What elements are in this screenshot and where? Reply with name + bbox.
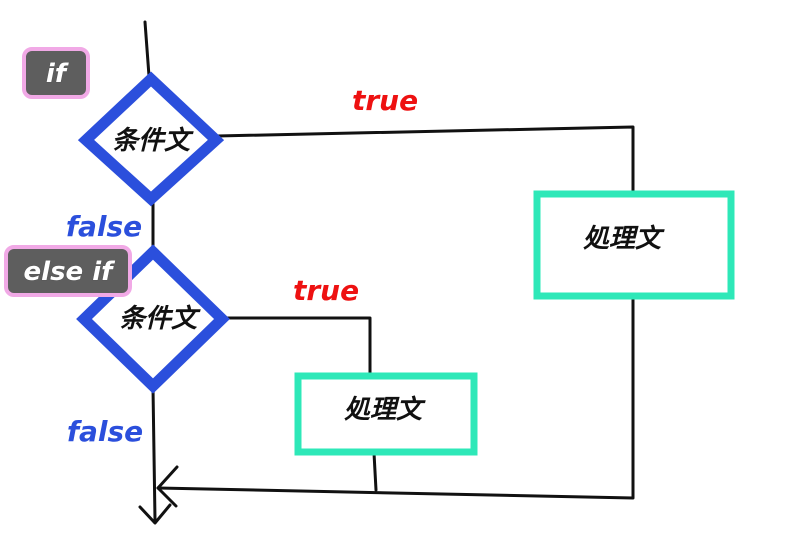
entry-line bbox=[143, 20, 151, 78]
second-process-exit-line bbox=[372, 451, 378, 492]
first-true-label: true bbox=[352, 84, 418, 117]
second-process-box: 処理文 bbox=[294, 372, 478, 456]
if-tag-box bbox=[22, 47, 90, 99]
first-true-line bbox=[215, 125, 635, 195]
first-condition-label: 条件文 bbox=[112, 126, 194, 156]
second-true-line bbox=[222, 316, 372, 376]
first-process-label: 処理文 bbox=[583, 224, 665, 254]
first-process-exit-line bbox=[156, 296, 635, 500]
second-true-label: true bbox=[293, 274, 359, 307]
else-if-tag-box bbox=[4, 245, 132, 297]
first-condition-diamond: 条件文 bbox=[77, 71, 225, 207]
else-if-tag-label: else if bbox=[24, 257, 117, 287]
second-false-label: false bbox=[67, 415, 143, 448]
second-process-label: 処理文 bbox=[344, 395, 426, 425]
second-process-shape bbox=[294, 372, 478, 456]
connector-lines bbox=[138, 20, 635, 525]
exit-arrow-head bbox=[138, 503, 172, 525]
first-process-box: 処理文 bbox=[533, 190, 735, 300]
second-false-line bbox=[151, 386, 157, 522]
first-process-shape bbox=[533, 190, 735, 300]
first-condition-shape bbox=[77, 71, 225, 207]
first-false-label: false bbox=[66, 210, 142, 243]
else-if-tag: else if bbox=[4, 245, 132, 297]
merge-arrow-head bbox=[156, 465, 179, 508]
if-tag: if bbox=[22, 47, 90, 99]
second-condition-label: 条件文 bbox=[119, 304, 201, 334]
